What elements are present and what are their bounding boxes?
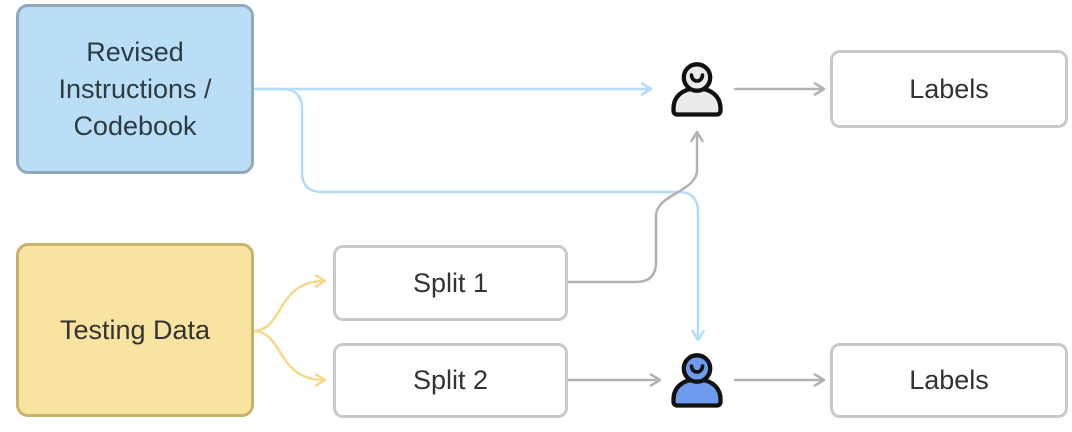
annotator-1-body bbox=[671, 86, 723, 117]
node-split-1: Split 1 bbox=[333, 245, 568, 321]
edge-testing-to-split2 bbox=[251, 329, 327, 387]
annotator-2-smile bbox=[689, 364, 705, 374]
annotator-2-person-smiley-blue-icon bbox=[671, 353, 723, 408]
annotator-1-head bbox=[681, 62, 713, 93]
node-labels-bottom: Labels bbox=[830, 343, 1068, 418]
node-revised-instructions-codebook: Revised Instructions / Codebook bbox=[16, 4, 254, 174]
annotator-2-body bbox=[671, 377, 723, 408]
edge-testing-to-split1 bbox=[251, 274, 327, 333]
edge-instructions-to-annotator2 bbox=[252, 87, 705, 342]
node-labels-top: Labels bbox=[830, 50, 1068, 128]
annotator-2-head bbox=[681, 353, 713, 384]
annotator-1-smile bbox=[689, 73, 705, 83]
node-testing-data: Testing Data bbox=[16, 243, 254, 417]
annotator-1-person-smiley-gray-icon bbox=[671, 62, 723, 117]
edge-split1-to-annotator1 bbox=[566, 130, 704, 284]
node-split-2: Split 2 bbox=[333, 343, 568, 418]
